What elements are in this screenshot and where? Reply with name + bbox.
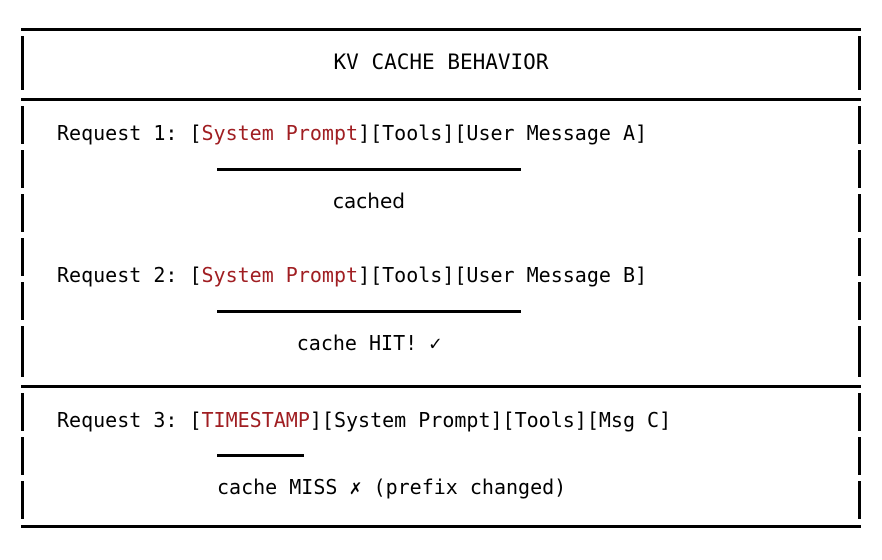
- box-right-border-segment: [858, 481, 861, 519]
- box-left-border-segment: [21, 106, 24, 144]
- request-2-open: [: [177, 263, 202, 287]
- request-2-cached-underline: [217, 310, 521, 313]
- request-3-open: [: [177, 408, 202, 432]
- ascii-box-frame: KV CACHE BEHAVIOR Request 1: [System Pro…: [21, 28, 861, 528]
- box-right-border-segment: [858, 437, 861, 475]
- request-2-cache-hit-note: cache HIT! ✓: [296, 331, 442, 355]
- request-1-cache-note: cached: [333, 189, 405, 213]
- page-title: KV CACHE BEHAVIOR: [333, 50, 549, 74]
- request-3-label: Request 3:: [57, 408, 178, 432]
- box-left-border-segment: [21, 393, 24, 431]
- request-1-label: Request 1:: [57, 121, 178, 145]
- box-left-border-segment: [21, 238, 24, 276]
- box-right-border-segment: [858, 106, 861, 144]
- request-3-cache-miss-note: cache MISS ✗ (prefix changed): [217, 475, 567, 499]
- request-row-1: Request 1: [System Prompt][Tools][User M…: [57, 120, 647, 146]
- box-left-border-segment: [21, 150, 24, 188]
- box-left-border-segment: [21, 437, 24, 475]
- box-right-border-segment: [858, 238, 861, 276]
- box-left-border-segment: [21, 36, 24, 90]
- box-header-divider: [21, 98, 861, 101]
- box-left-border-segment: [21, 481, 24, 519]
- request-2-rest: ][Tools][User Message B]: [358, 263, 648, 287]
- request-row-2: Request 2: [System Prompt][Tools][User M…: [57, 262, 647, 288]
- box-right-border-segment: [858, 194, 861, 232]
- request-row-3: Request 3: [TIMESTAMP][System Prompt][To…: [57, 407, 671, 433]
- box-right-border-segment: [858, 326, 861, 377]
- box-bottom-border: [21, 525, 861, 528]
- box-top-border: [21, 28, 861, 31]
- box-right-border-segment: [858, 36, 861, 90]
- box-left-border-segment: [21, 282, 24, 320]
- box-left-border-segment: [21, 326, 24, 377]
- request-2-highlight: System Prompt: [201, 263, 359, 287]
- box-section-divider: [21, 385, 861, 388]
- request-3-rest: ][System Prompt][Tools][Msg C]: [309, 408, 672, 432]
- request-2-label: Request 2:: [57, 263, 178, 287]
- request-1-rest: ][Tools][User Message A]: [358, 121, 648, 145]
- request-1-highlight: System Prompt: [201, 121, 359, 145]
- request-3-highlight: TIMESTAMP: [201, 408, 310, 432]
- request-1-open: [: [177, 121, 202, 145]
- request-1-cached-underline: [217, 168, 521, 171]
- request-3-changed-underline: [217, 454, 304, 457]
- box-right-border-segment: [858, 393, 861, 431]
- box-left-border-segment: [21, 194, 24, 232]
- box-right-border-segment: [858, 150, 861, 188]
- box-right-border-segment: [858, 282, 861, 320]
